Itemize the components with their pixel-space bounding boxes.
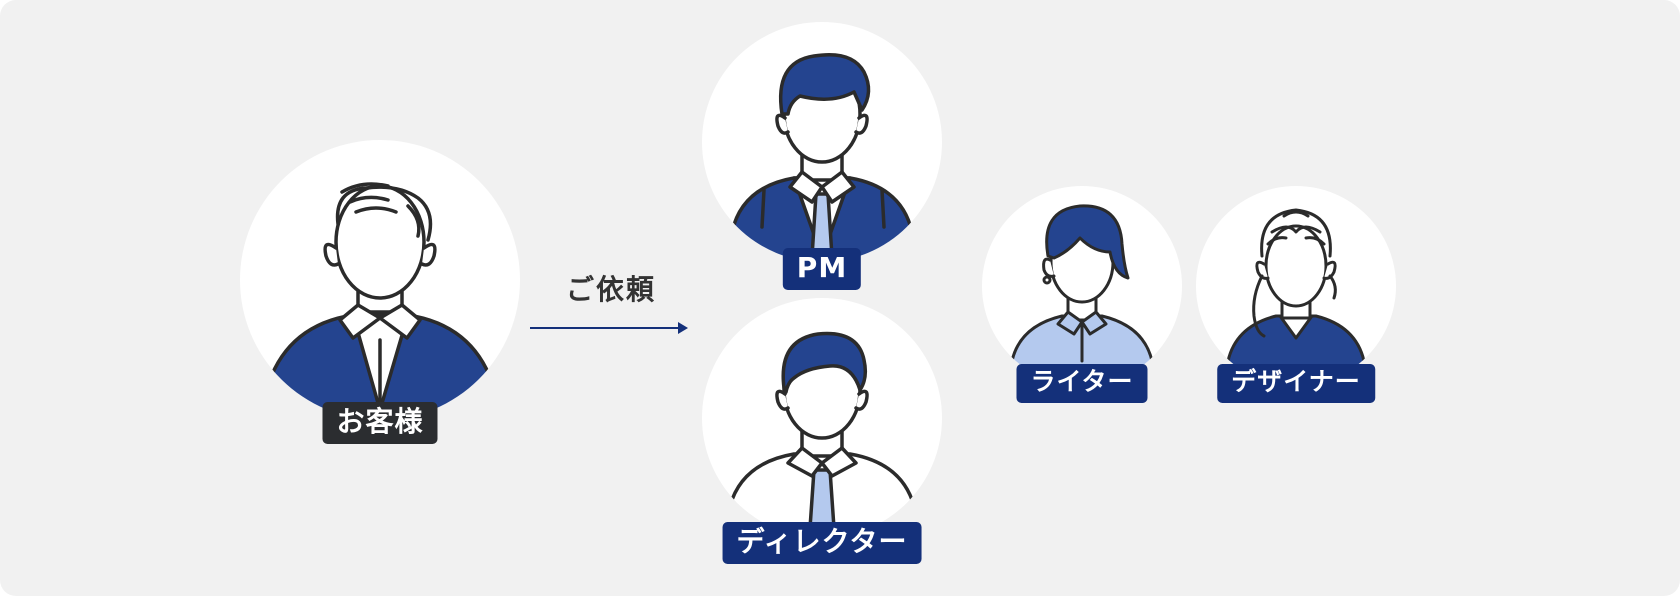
customer-label: お客様	[322, 402, 438, 445]
pm-label: PM	[782, 248, 862, 291]
designer-figure: デザイナー	[1196, 186, 1396, 416]
pm-avatar-icon	[702, 22, 942, 262]
request-label: ご依頼	[566, 273, 657, 306]
pm-figure: PM	[702, 22, 942, 292]
customer-figure: お客様	[238, 140, 523, 460]
director-avatar-icon	[702, 298, 942, 538]
designer-label: デザイナー	[1217, 364, 1375, 403]
arrow-right-icon	[530, 322, 688, 334]
customer-avatar-icon	[240, 140, 520, 420]
director-figure: ディレクター	[702, 298, 942, 568]
writer-label: ライター	[1016, 364, 1148, 403]
director-label: ディレクター	[722, 522, 922, 565]
writer-figure: ライター	[982, 186, 1182, 416]
